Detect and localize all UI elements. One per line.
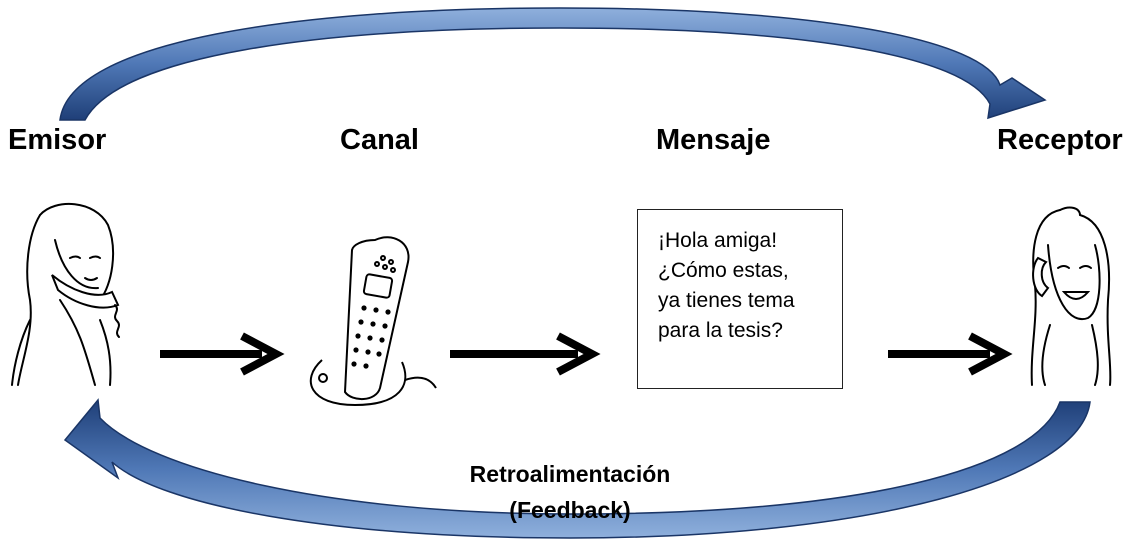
bottom-curved-arrow xyxy=(63,398,1091,539)
message-line: ¿Cómo estas, xyxy=(658,259,789,282)
node-label-canal: Canal xyxy=(340,124,419,156)
message-text: ¡Hola amiga! ¿Cómo estas, ya tienes tema… xyxy=(658,226,795,346)
node-label-mensaje: Mensaje xyxy=(656,124,771,156)
laughing-woman-illustration xyxy=(1030,206,1112,386)
cordless-phone-illustration xyxy=(309,236,437,407)
arrow-mensaje-receptor xyxy=(888,332,1013,376)
top-curved-arrow xyxy=(59,7,1047,121)
feedback-line-1: Retroalimentación xyxy=(469,461,671,487)
node-label-receptor: Receptor xyxy=(997,124,1123,156)
message-line: ya tienes tema xyxy=(658,289,795,312)
woman-phone-illustration xyxy=(11,202,120,386)
message-line: ¡Hola amiga! xyxy=(658,229,778,252)
arrow-canal-mensaje xyxy=(450,332,601,376)
arrow-emisor-canal xyxy=(160,332,285,376)
message-box: ¡Hola amiga! ¿Cómo estas, ya tienes tema… xyxy=(637,209,843,389)
feedback-label: Retroalimentación (Feedback) xyxy=(420,456,720,528)
node-label-emisor: Emisor xyxy=(8,124,107,156)
message-line: para la tesis? xyxy=(658,319,783,342)
feedback-line-2: (Feedback) xyxy=(509,497,631,523)
